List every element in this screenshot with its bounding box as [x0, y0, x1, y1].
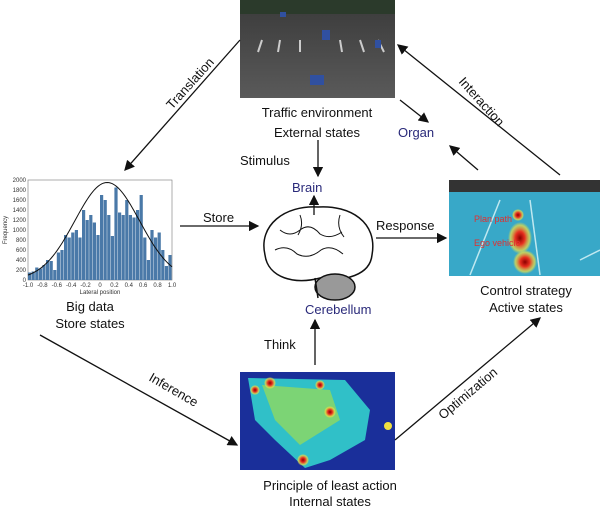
- histogram-bar: [56, 252, 60, 280]
- y-tick-label: 1400: [13, 208, 27, 214]
- histogram-bar: [53, 270, 57, 280]
- translation-label: Translation: [163, 55, 217, 112]
- y-tick-label: 200: [16, 268, 27, 274]
- x-tick-label: 0.6: [139, 283, 148, 289]
- histogram-bar: [67, 237, 71, 280]
- histogram-bar: [82, 210, 86, 280]
- principle-label-2: Internal states: [289, 494, 371, 509]
- y-axis-label: Frequency: [3, 216, 9, 244]
- histogram-bar: [161, 250, 165, 280]
- histogram-bar: [150, 230, 154, 280]
- x-tick-label: 0.2: [110, 283, 119, 289]
- y-tick-label: 1000: [13, 228, 27, 234]
- histogram-bar: [136, 210, 140, 280]
- histogram-bar: [118, 212, 122, 280]
- organ-label: Organ: [398, 125, 434, 140]
- x-tick-label: -0.4: [66, 283, 77, 289]
- stimulus-label: Stimulus: [240, 153, 290, 168]
- brain-illustration: [263, 206, 374, 301]
- optimization-arrow: [394, 317, 541, 441]
- histogram-bar: [42, 265, 46, 280]
- response-label: Response: [376, 218, 435, 233]
- y-tick-label: 0: [23, 278, 27, 284]
- x-tick-label: -1.0: [23, 283, 34, 289]
- histogram-bar: [60, 250, 64, 280]
- y-tick-label: 800: [16, 238, 27, 244]
- optimization-label: Optimization: [435, 364, 500, 422]
- y-tick-label: 600: [16, 248, 27, 254]
- histogram-bar: [128, 215, 132, 280]
- histogram-bar: [78, 237, 82, 280]
- x-axis-label: Lateral position: [80, 290, 121, 296]
- organ-arrow-in: [399, 99, 430, 123]
- y-tick-label: 1600: [13, 198, 27, 204]
- histogram-bar: [121, 215, 125, 280]
- y-tick-label: 400: [16, 258, 27, 264]
- histogram-bar: [38, 268, 42, 280]
- histogram-bar: [146, 260, 150, 280]
- histogram-bar: [71, 232, 75, 280]
- histogram-bar: [154, 237, 158, 280]
- y-tick-label: 1800: [13, 188, 27, 194]
- x-tick-label: 1.0: [168, 283, 177, 289]
- x-tick-label: 0.8: [153, 283, 162, 289]
- y-tick-label: 1200: [13, 218, 27, 224]
- inference-arrow: [39, 334, 239, 446]
- control-label-2: Active states: [489, 300, 563, 315]
- ego-vehicle-label: Ego vehicle: [474, 238, 521, 248]
- y-tick-label: 2000: [13, 178, 27, 184]
- plan-path-label: Plan path: [474, 214, 512, 224]
- histogram-bar: [164, 266, 168, 280]
- histogram-bar: [74, 230, 78, 280]
- interaction-arrow: [396, 44, 561, 176]
- traffic-image: [240, 0, 395, 98]
- x-tick-label: -0.2: [80, 283, 91, 289]
- histogram-chart: -1.0-0.8 -0.6-0.4-0.2 0 0.2 0.4 0.6 0.8 1.0 0 200…: [3, 178, 177, 296]
- histogram-bar: [89, 215, 93, 280]
- histogram-bar: [85, 220, 89, 280]
- histogram-bar: [143, 237, 147, 280]
- x-tick-label: 0.4: [125, 283, 134, 289]
- histogram-bar: [92, 222, 96, 280]
- normal-fit-curve: [27, 181, 173, 276]
- interaction-label: Interaction: [456, 74, 508, 129]
- translation-arrow: [124, 39, 241, 171]
- histogram-bar: [139, 195, 143, 280]
- traffic-label-2: External states: [274, 125, 360, 140]
- histogram-bar: [157, 232, 161, 280]
- think-label: Think: [264, 337, 296, 352]
- histogram-bar: [168, 255, 172, 280]
- traffic-label-1: Traffic environment: [262, 105, 373, 120]
- histogram-bar: [96, 235, 100, 280]
- histogram-bar: [49, 261, 53, 280]
- histogram-bar: [64, 235, 68, 280]
- histogram-bar: [46, 260, 50, 280]
- bigdata-label-1: Big data: [66, 299, 114, 314]
- histogram-bar: [110, 236, 114, 280]
- histogram-bar: [28, 272, 32, 280]
- least-action-heatmap: [240, 372, 395, 470]
- x-tick-label: -0.6: [52, 283, 63, 289]
- x-tick-label: -0.8: [37, 283, 48, 289]
- histogram-bar: [35, 267, 39, 280]
- histogram-bar: [132, 217, 136, 280]
- bigdata-label-2: Store states: [55, 316, 125, 331]
- cerebellum-label: Cerebellum: [305, 302, 371, 317]
- histogram-bar: [125, 200, 129, 280]
- inference-label: Inference: [147, 370, 201, 410]
- control-label-1: Control strategy: [480, 283, 572, 298]
- organ-arrow-out: [449, 145, 479, 171]
- brain-label: Brain: [292, 180, 322, 195]
- histogram-bar: [114, 187, 118, 280]
- histogram-bar: [100, 195, 104, 280]
- store-label: Store: [203, 210, 234, 225]
- x-tick-label: 0: [98, 283, 102, 289]
- principle-label-1: Principle of least action: [263, 478, 397, 493]
- histogram-bar: [103, 200, 107, 280]
- control-strategy-image: Plan path Ego vehicle: [449, 180, 600, 276]
- histogram-bar: [31, 271, 35, 280]
- histogram-bar: [107, 215, 111, 280]
